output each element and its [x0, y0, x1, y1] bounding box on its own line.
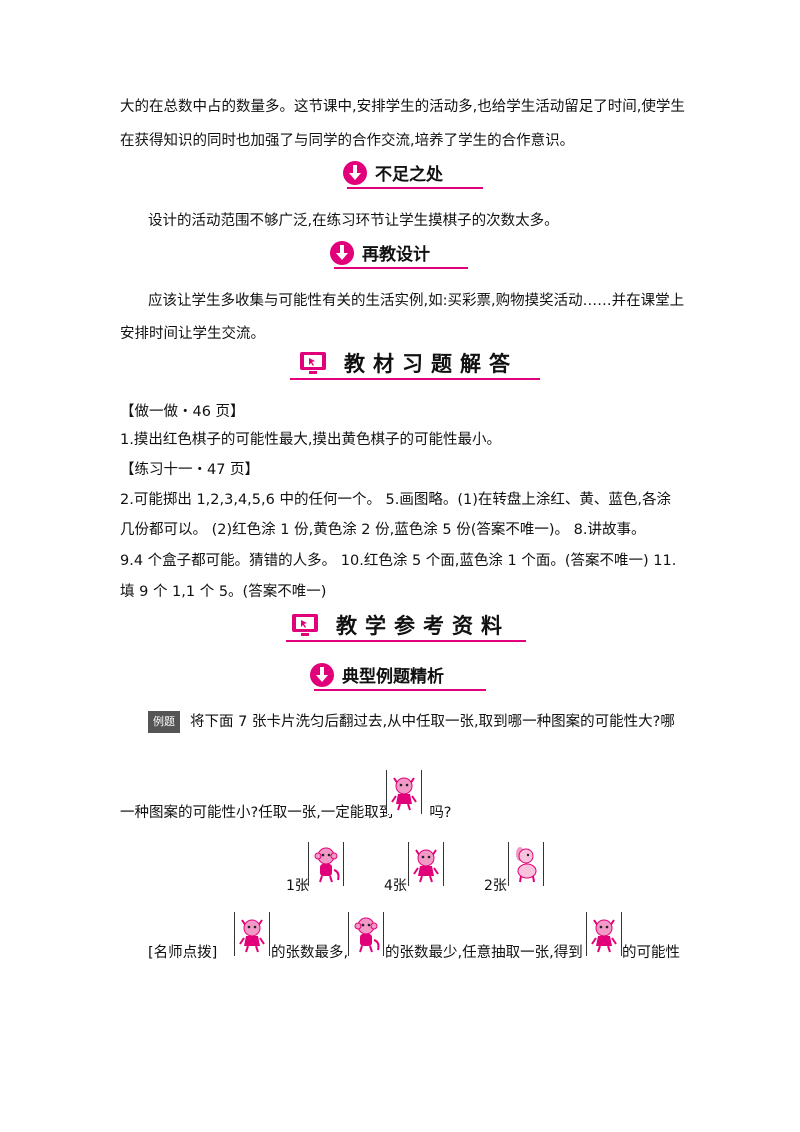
answer-line: 填 9 个 1,1 个 5。(答案不唯一): [120, 584, 327, 600]
card-count-label: 4张: [384, 878, 407, 894]
down-arrow-icon: [310, 663, 334, 687]
card-count-label: 1张: [286, 878, 309, 894]
example-text: 将下面 7 张卡片洗匀后翻过去,从中任取一张,取到哪一种图案的可能性大?哪: [190, 714, 675, 730]
hint-label: [名师点拨]: [148, 945, 218, 961]
monitor-icon: [292, 614, 318, 636]
monkey-card-icon: [348, 912, 384, 956]
section-title: 典型例题精析: [342, 667, 444, 687]
paragraph-line: 大的在总数中占的数量多。这节课中,安排学生的活动多,也给学生活动留足了时间,使学…: [120, 99, 685, 115]
section-header-reference: 教学参考资料: [286, 610, 532, 644]
down-arrow-icon: [330, 241, 354, 265]
cat-card-icon: [234, 912, 270, 956]
section-rule: [290, 378, 540, 380]
example-line: 例题将下面 7 张卡片洗匀后翻过去,从中任取一张,取到哪一种图案的可能性大?哪: [148, 711, 675, 733]
section-title: 教学参考资料: [336, 614, 510, 638]
paragraph-line: 设计的活动范围不够广泛,在练习环节让学生摸棋子的次数太多。: [148, 213, 559, 229]
example-line: 一种图案的可能性小?任取一张,一定能取到 吗?: [120, 803, 452, 823]
hint-text: 的张数最多,: [271, 945, 349, 961]
answer-line: 2.可能掷出 1,2,3,4,5,6 中的任何一个。 5.画图略。(1)在转盘上…: [120, 492, 672, 508]
answer-reference: 【练习十一・47 页】: [120, 462, 260, 478]
answer-reference: 【做一做・46 页】: [120, 404, 245, 420]
section-title: 不足之处: [375, 165, 443, 185]
down-arrow-icon: [343, 161, 367, 185]
hint-text: 的张数最少,任意抽取一张,得到: [385, 945, 583, 961]
answer-line: 1.摸出红色棋子的可能性最大,摸出黄色棋子的可能性最小。: [120, 432, 501, 448]
section-title: 教材习题解答: [344, 352, 518, 376]
paragraph-line: 应该让学生多收集与可能性有关的生活实例,如:买彩票,购物摸奖活动……并在课堂上: [148, 293, 685, 309]
section-title: 再教设计: [362, 245, 430, 265]
paragraph-line: 安排时间让学生交流。: [120, 326, 265, 342]
hint-text: 的可能性: [622, 945, 680, 961]
section-rule: [314, 689, 486, 691]
cat-card-icon: [386, 770, 422, 814]
section-header-textbook-answers: 教材习题解答: [290, 348, 540, 382]
example-text: 吗?: [429, 805, 452, 821]
monitor-icon: [300, 352, 326, 374]
cat-card-icon: [408, 842, 444, 886]
example-tag: 例题: [148, 711, 180, 733]
section-rule: [347, 187, 483, 189]
dog-card-icon: [508, 842, 544, 886]
section-header-redesign: 再教设计: [330, 240, 470, 269]
answer-line: 几份都可以。 (2)红色涂 1 份,黄色涂 2 份,蓝色涂 5 份(答案不唯一)…: [120, 522, 646, 538]
monkey-card-icon: [308, 842, 344, 886]
answer-line: 9.4 个盒子都可能。猜错的人多。 10.红色涂 5 个面,蓝色涂 1 个面。(…: [120, 553, 677, 569]
section-rule: [334, 267, 468, 269]
card-count-label: 2张: [484, 878, 507, 894]
section-header-typical-examples: 典型例题精析: [310, 662, 490, 691]
section-rule: [286, 640, 526, 642]
section-header-shortcomings: 不足之处: [343, 160, 483, 189]
example-text: 一种图案的可能性小?任取一张,一定能取到: [120, 805, 394, 821]
paragraph-line: 在获得知识的同时也加强了与同学的合作交流,培养了学生的合作意识。: [120, 133, 575, 149]
cat-card-icon: [586, 912, 622, 956]
